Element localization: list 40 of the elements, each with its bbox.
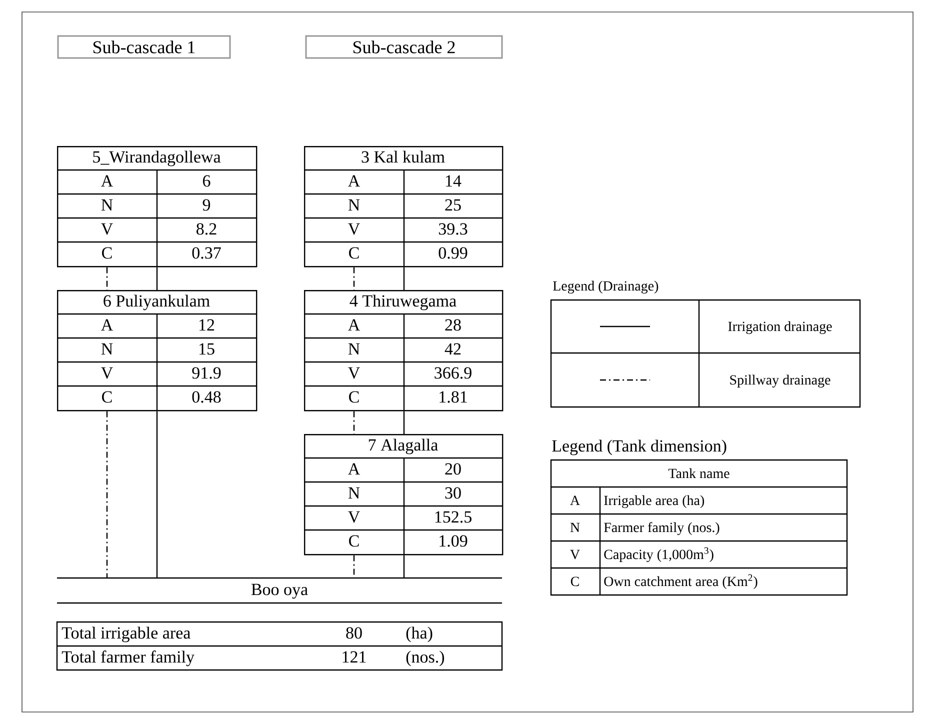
label: Capacity (1,000m$^{3}$) [604,547,714,562]
label: Tank name [668,468,730,478]
tank-table: 7 Alagalla A 20 N 30 V 152.5 C 1.09 [304,434,504,556]
spillway-line [353,267,355,290]
spillway-line [353,411,355,434]
label: V [570,550,580,560]
heading-box: Sub-cascade 1 [57,35,231,59]
label: Irrigable area (ha) [604,495,704,508]
label: Total irrigable area [62,626,190,642]
label: Own catchment area (Km$^{2}$) [604,574,758,589]
tank-table: 5_Wirandagollewa A 6 N 9 V 8.2 C 0.37 [57,146,258,268]
label: (ha) [406,626,432,642]
spillway-line [106,411,108,578]
label: C [570,576,579,586]
label: 80 [346,627,362,639]
tank-table: 6 Puliyankulam A 12 N 15 V 91.9 C 0.48 [57,290,258,412]
legend-label: Irrigation drainage [728,321,832,334]
totals-table: Total irrigable area 80 (ha) Total farmer family 121 (nos.) [56,621,503,671]
legend-label: Spillway drainage [730,374,830,388]
label: 121 [342,651,366,663]
drainage-line [156,411,158,578]
label: Total farmer family [62,650,194,666]
label: Farmer family (nos.) [604,522,720,536]
tank-table: 4 Thiruwegama A 28 N 42 V 366.9 C 1.81 [304,290,504,412]
drainage-line [156,267,158,290]
spillway-line [106,267,108,290]
label: A [570,496,580,506]
heading-box: Sub-cascade 2 [305,35,503,59]
tank-table: 3 Kal kulam A 14 N 25 V 39.3 C 0.99 [304,146,504,268]
drainage-line [403,555,405,578]
label: N [570,522,580,532]
legend-title: Legend (Tank dimension) [552,440,726,456]
label: (nos.) [406,650,444,666]
legend-table: Irrigation drainage Spillway drainage [550,299,861,408]
legend-table: Tank name A Irrigable area (ha) N Farmer family (nos.) V Capacity (1,000m$^{3}$) C Own catchment area (Km$^{2}$) [550,459,848,596]
drainage-line [403,267,405,290]
drainage-line [403,411,405,434]
legend-title: Legend (Drainage) [553,280,658,294]
river-band: Boo oya [57,577,502,604]
spillway-line [353,555,355,578]
